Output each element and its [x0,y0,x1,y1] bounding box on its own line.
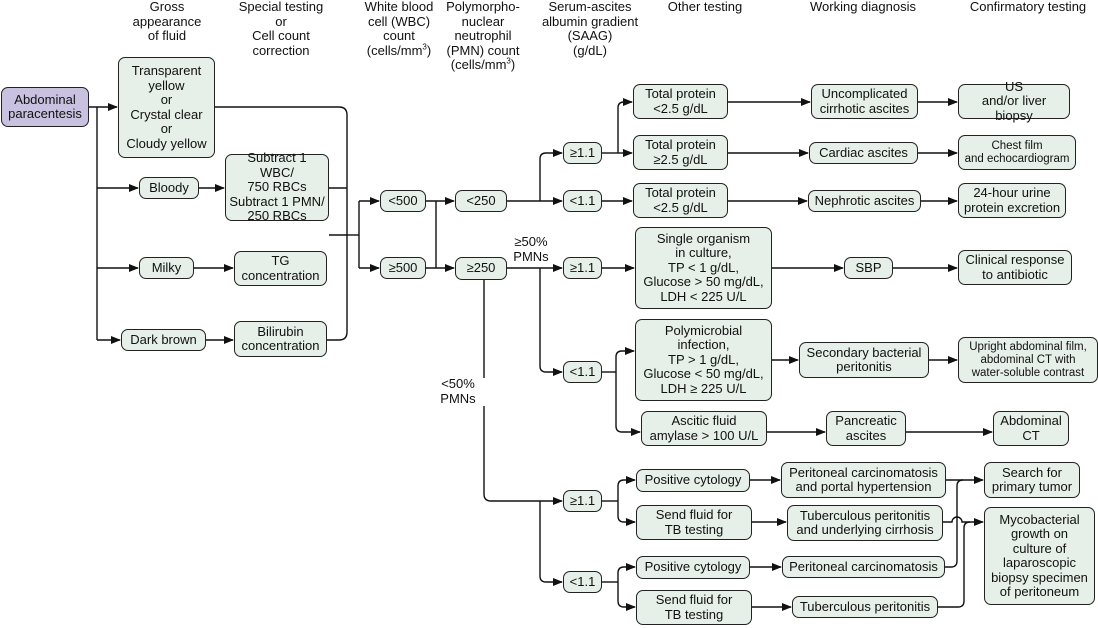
node-secondary-bacterial: Secondary bacterial peritonitis [799,342,929,378]
header-wbc-close: ) [426,42,432,58]
node-mycobacterial-growth: Mycobacterial growth on culture of lapar… [984,507,1095,605]
header-gross-appearance: Gross appearance of fluid [132,0,202,43]
header-wbc-text: White blood cell (WBC) count (cells/mm [364,0,434,58]
node-pmn-lt250: <250 [455,190,507,212]
node-chest-film: Chest film and echocardiogram [958,135,1076,170]
node-send-tb-2: Send fluid for TB testing [636,590,752,625]
node-cardiac-ascites: Cardiac ascites [809,142,918,164]
label-pmn-low: <50% PMNs [440,376,476,406]
node-sbp: SBP [844,257,893,279]
header-saag: Serum-ascites albumin gradient (SAAG) (g… [541,0,639,58]
node-us-liver-biopsy: US and/or liver biopsy [958,79,1070,123]
node-saag-5: ≥1.1 [563,490,602,512]
node-polymicrobial: Polymicrobial infection, TP > 1 g/dL, Gl… [635,319,772,401]
node-bilirubin-concentration: Bilirubin concentration [234,321,327,357]
header-pmn-text: Polymorpho- nuclear neutrophil (PMN) cou… [446,0,520,72]
node-clinical-response: Clinical response to antibiotic [958,250,1072,285]
node-wbc-lt500: <500 [380,190,426,212]
node-abdominal-paracentesis: Abdominal paracentesis [1,87,89,127]
node-tuberculous-cirrhosis: Tuberculous peritonitis and underlying c… [787,505,943,541]
node-24h-urine: 24-hour urine protein excretion [958,183,1066,218]
header-pmn-close: ) [510,57,516,72]
node-subtract-cell-count: Subtract 1 WBC/ 750 RBCs Subtract 1 PMN/… [225,151,329,223]
node-abdominal-ct: Abdominal CT [993,411,1069,446]
node-dark-brown: Dark brown [121,329,206,351]
header-pmn-sup: 3 [506,56,511,66]
node-bloody: Bloody [139,177,199,199]
node-saag-6: <1.1 [563,571,602,593]
header-special-testing: Special testing or Cell count correction [238,0,324,58]
node-milky: Milky [139,257,194,279]
node-tg-concentration: TG concentration [234,251,327,286]
header-confirmatory-testing: Confirmatory testing [969,0,1087,14]
node-peritoneal-carcinomatosis: Peritoneal carcinomatosis [782,556,945,578]
node-search-primary-tumor: Search for primary tumor [984,462,1080,498]
node-total-protein-lt25-b: Total protein <2.5 g/dL [633,183,728,218]
node-upright-abdominal-film: Upright abdominal film, abdominal CT wit… [958,337,1098,383]
node-peritoneal-carcinomatosis-ph: Peritoneal carcinomatosis and portal hyp… [781,462,946,498]
header-working-diagnosis: Working diagnosis [810,0,916,14]
node-total-protein-lt25-a: Total protein <2.5 g/dL [633,84,728,119]
header-pmn-count: Polymorpho- nuclear neutrophil (PMN) cou… [434,0,532,73]
node-saag-1: ≥1.1 [563,142,602,164]
node-single-organism: Single organism in culture, TP < 1 g/dL,… [635,227,772,309]
node-transparent-yellow: Transparent yellow or Crystal clear or C… [118,57,215,158]
node-pmn-ge250: ≥250 [455,257,507,280]
header-wbc-count: White blood cell (WBC) count (cells/mm3) [354,0,444,58]
node-saag-2: <1.1 [563,190,602,212]
node-uncomplicated-cirrhotic: Uncomplicated cirrhotic ascites [811,84,918,119]
node-nephrotic-ascites: Nephrotic ascites [808,190,921,212]
node-saag-3: ≥1.1 [563,257,602,279]
node-positive-cytology-2: Positive cytology [636,556,750,579]
node-positive-cytology-1: Positive cytology [636,469,750,492]
node-send-tb-1: Send fluid for TB testing [636,505,752,540]
label-pmn-high: ≥50% PMNs [513,234,549,264]
node-pancreatic-ascites: Pancreatic ascites [826,411,906,446]
node-total-protein-ge25: Total protein ≥2.5 g/dL [633,135,728,170]
header-wbc-sup: 3 [422,42,427,52]
node-wbc-ge500: ≥500 [380,257,426,279]
node-tuberculous-peritonitis: Tuberculous peritonitis [792,596,938,618]
node-ascitic-amylase: Ascitic fluid amylase > 100 U/L [641,411,767,446]
header-other-testing: Other testing [667,0,743,14]
node-saag-4: <1.1 [563,361,602,383]
